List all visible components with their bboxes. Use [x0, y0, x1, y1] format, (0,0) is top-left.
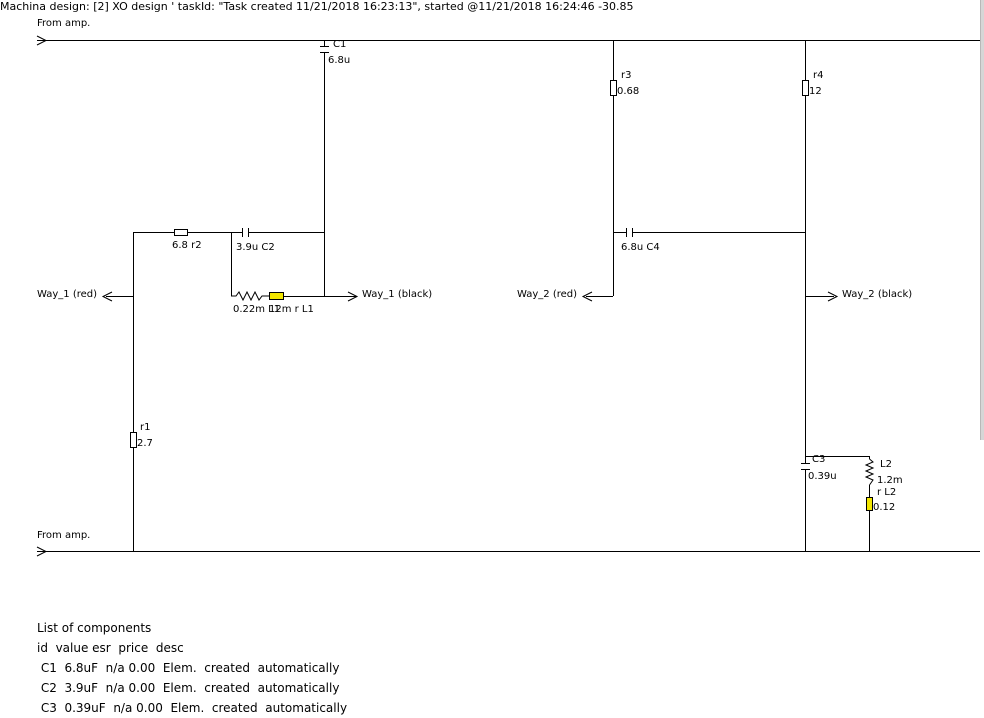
port-way2-black: Way_2 (black): [842, 289, 912, 300]
r-l2-value: 0.12: [873, 502, 895, 513]
resistors: [130, 80, 809, 448]
component-list-heading: List of components: [37, 621, 152, 635]
vertical-scrollbar[interactable]: [980, 0, 984, 440]
component-row: C2 3.9uF n/a 0.00 Elem. created automati…: [37, 681, 340, 695]
capacitors: [242, 46, 810, 470]
l2-value: 1.2m: [877, 475, 903, 486]
input-arrow-bottom: [36, 546, 48, 557]
port-way1-black: Way_1 (black): [362, 289, 432, 300]
capacitor-c1: [320, 46, 329, 53]
inductor-esr: [269, 292, 873, 511]
c1-name: C1: [333, 39, 346, 50]
l2-name: L2: [880, 459, 892, 470]
capacitor-c3: [801, 463, 810, 470]
port-way1-red: Way_1 (red): [37, 289, 97, 300]
capacitor-c4: [626, 228, 633, 237]
r-l1-label: 12m r L1: [269, 304, 314, 315]
l1-label: 0.22m L1: [233, 304, 280, 315]
resistor-r3: [610, 80, 617, 96]
resistor-r-l1: [269, 292, 284, 300]
wires: [37, 40, 980, 552]
arrow-way1-red: [101, 291, 113, 302]
c3-name: C3: [812, 454, 825, 465]
r4-name: r4: [813, 70, 823, 81]
component-row: C1 6.8uF n/a 0.00 Elem. created automati…: [37, 661, 340, 675]
resistor-r2: [174, 229, 188, 236]
r3-name: r3: [621, 70, 631, 81]
arrow-way2-black: [827, 291, 839, 302]
c2-label: 3.9u C2: [236, 242, 275, 253]
component-list: List of components id value esr price de…: [37, 618, 347, 718]
c4-label: 6.8u C4: [621, 242, 660, 253]
c3-value: 0.39u: [808, 471, 837, 482]
source-bottom-label: From amp.: [37, 530, 90, 541]
source-top-label: From amp.: [37, 18, 90, 29]
resistor-r4: [802, 80, 809, 96]
r3-value: 0.68: [617, 86, 639, 97]
resistor-r1: [130, 432, 137, 448]
arrow-way2-red: [581, 291, 593, 302]
port-way2-red: Way_2 (red): [517, 289, 577, 300]
r1-name: r1: [140, 422, 150, 433]
component-list-header: id value esr price desc: [37, 641, 184, 655]
r2-label: 6.8 r2: [172, 240, 202, 251]
resistor-r-l2: [866, 497, 873, 511]
r1-value: 2.7: [137, 438, 153, 449]
inductors: [231, 290, 875, 486]
window-title: Machina design: [2] XO design ' taskId: …: [0, 0, 634, 13]
c1-value: 6.8u: [328, 55, 350, 66]
inductor-l1: [231, 290, 269, 302]
r-l2-name: r L2: [877, 487, 896, 498]
arrow-way1-black: [347, 291, 359, 302]
capacitor-c2: [242, 228, 249, 237]
arrows: [36, 35, 839, 557]
input-arrow-top: [36, 35, 48, 46]
component-row: C3 0.39uF n/a 0.00 Elem. created automat…: [37, 701, 348, 715]
r4-value: 12: [809, 86, 822, 97]
inductor-l2: [864, 458, 875, 486]
